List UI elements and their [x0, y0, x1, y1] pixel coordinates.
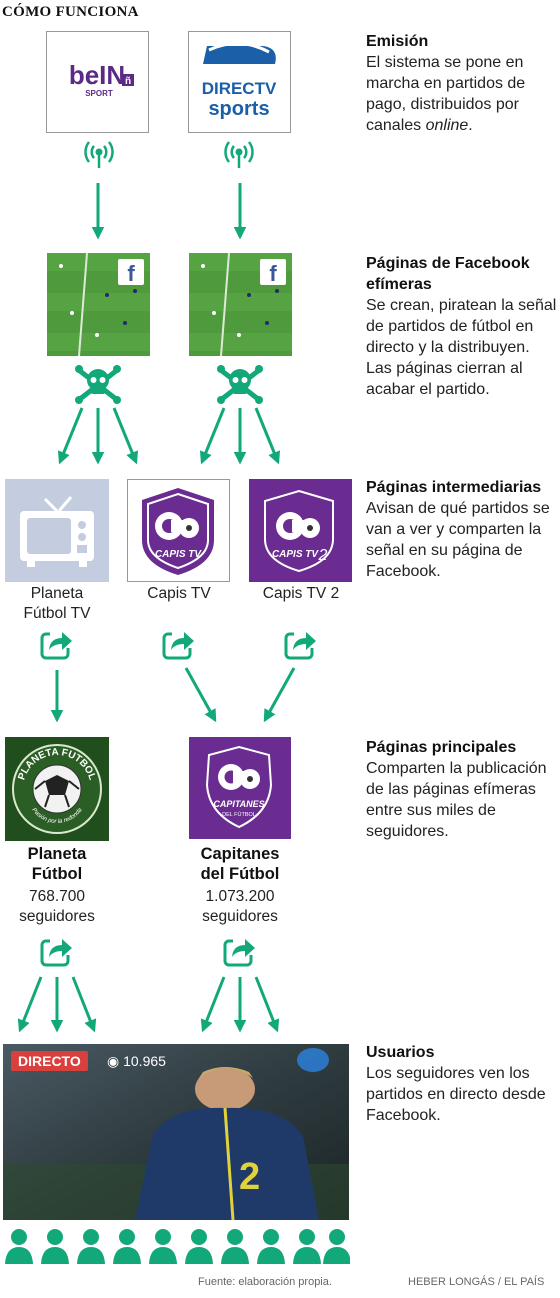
user-icon: [293, 1229, 321, 1264]
ephemeral-facebook-page: f: [189, 253, 292, 356]
svg-text:SPORT: SPORT: [85, 89, 113, 98]
step-title: Usuarios: [366, 1044, 435, 1061]
eye-icon: ◉: [107, 1053, 120, 1069]
step-text: Avisan de qué partidos se van a ver y co…: [366, 500, 550, 580]
user-icon: [185, 1229, 213, 1264]
bein-sport-logo: beIN ñ SPORT: [46, 31, 149, 133]
intermediary-label: Capis TV: [147, 585, 211, 602]
flow-arrow: [200, 976, 226, 1033]
step-title: Emisión: [366, 33, 429, 50]
svg-text:2: 2: [318, 547, 328, 564]
svg-text:2: 2: [239, 1156, 260, 1198]
step-text: Comparten la publicación de las páginas …: [366, 760, 547, 840]
broadcast-icon: [220, 136, 258, 170]
svg-text:f: f: [127, 261, 135, 286]
svg-text:f: f: [269, 261, 277, 286]
user-icon: [149, 1229, 177, 1264]
svg-text:CAPIS TV: CAPIS TV: [155, 549, 202, 560]
step-paginas-efimeras: Páginas de Facebook efímeras Se crean, p…: [366, 253, 558, 400]
credit: HEBER LONGÁS / EL PAÍS: [408, 1276, 545, 1288]
step-usuarios: Usuarios Los seguidores ven los partidos…: [366, 1042, 558, 1126]
step-text: Los seguidores ven los partidos en direc…: [366, 1065, 546, 1124]
step-text: Se crean, piratean la señal de partidos …: [366, 297, 557, 398]
svg-text:sports: sports: [208, 98, 269, 120]
viewer-count: ◉ 10.965: [107, 1053, 166, 1069]
svg-text:beIN: beIN: [69, 60, 125, 90]
skull-crossbones-icon: [74, 361, 122, 405]
capis-tv-2-logo: CAPIS TV 2: [249, 479, 352, 582]
svg-text:CAPITANES: CAPITANES: [213, 799, 264, 809]
page-title: CÓMO FUNCIONA: [2, 4, 139, 20]
user-icon: [113, 1229, 141, 1264]
intermediary-label: Capis TV 2: [262, 585, 340, 602]
flow-arrow: [263, 667, 296, 723]
directv-sports-logo: DIRECTV sports: [188, 31, 291, 133]
flow-arrow: [17, 976, 43, 1033]
share-icon: [162, 628, 196, 660]
main-page-followers: 768.700 seguidores: [19, 888, 95, 925]
planeta-futbol-tv-logo: [5, 479, 109, 582]
share-icon: [40, 628, 74, 660]
flow-arrow: [254, 407, 281, 465]
step-emision: Emisión El sistema se pone en marcha en …: [366, 31, 558, 136]
user-icon: [77, 1229, 105, 1264]
flow-arrow: [184, 667, 217, 723]
step-paginas-principales: Páginas principales Comparten la publica…: [366, 737, 558, 842]
user-icon: [257, 1229, 285, 1264]
flow-arrow: [71, 976, 97, 1033]
user-icon: [41, 1229, 69, 1264]
flow-arrow: [254, 976, 280, 1033]
share-icon: [40, 935, 74, 967]
users-row: [4, 1226, 350, 1266]
step-title: Páginas de Facebook efímeras: [366, 255, 530, 293]
user-icon: [5, 1229, 33, 1264]
source-note: Fuente: elaboración propia.: [198, 1276, 332, 1288]
flow-arrow: [112, 407, 139, 465]
live-badge: DIRECTO: [11, 1051, 88, 1071]
share-icon: [223, 935, 257, 967]
svg-text:DEL FÚTBOL: DEL FÚTBOL: [222, 811, 256, 818]
user-icon: [221, 1229, 249, 1264]
share-icon: [284, 628, 318, 660]
intermediary-label: Planeta Fútbol TV: [23, 585, 91, 622]
broadcast-icon: [80, 136, 118, 170]
user-icon: [323, 1229, 350, 1264]
capitanes-del-futbol-logo: CAPITANES DEL FÚTBOL: [189, 737, 291, 839]
svg-text:DIRECTV: DIRECTV: [202, 79, 277, 98]
svg-text:ñ: ñ: [125, 76, 131, 87]
planeta-futbol-logo: PLANETA FUTBOL Pasión por la redonda: [5, 737, 109, 841]
step-text: El sistema se pone en marcha en partidos…: [366, 54, 526, 134]
main-page-name: Capitanes del Fútbol: [200, 845, 280, 883]
step-title: Páginas intermediarias: [366, 479, 542, 496]
flow-arrow: [57, 407, 84, 465]
step-paginas-intermediarias: Páginas intermediarias Avisan de qué par…: [366, 477, 558, 582]
svg-text:CAPIS TV: CAPIS TV: [272, 549, 319, 560]
flow-arrow: [199, 407, 226, 465]
main-page-followers: 1.073.200 seguidores: [202, 888, 278, 925]
step-title: Páginas principales: [366, 739, 517, 756]
ephemeral-facebook-page: f: [47, 253, 150, 356]
capis-tv-logo: CAPIS TV: [127, 479, 230, 582]
main-page-name: Planeta Fútbol: [27, 845, 87, 883]
skull-crossbones-icon: [216, 361, 264, 405]
live-stream-frame: 2 DIRECTO ◉ 10.965: [3, 1044, 349, 1220]
